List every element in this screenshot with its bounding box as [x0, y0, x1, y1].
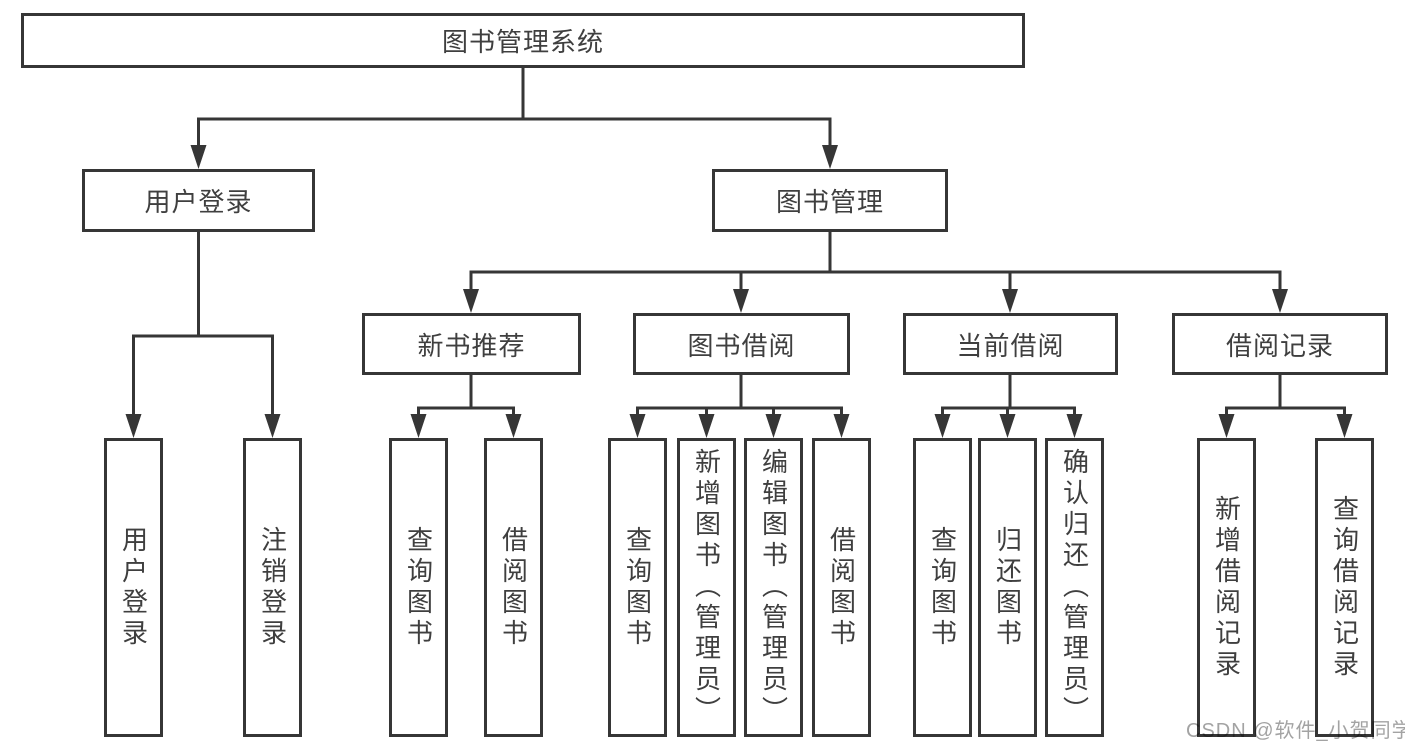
node-new-book-recommendation: 新书推荐: [362, 313, 581, 375]
node-label: 借阅记录: [1225, 330, 1334, 361]
leaf-label: 借阅图书: [498, 525, 529, 650]
leaf-label: 查询图书: [927, 525, 958, 650]
arrowheads: [125, 145, 1353, 438]
leaf-label: 注销登录: [257, 525, 288, 650]
node-label: 图书管理系统: [441, 27, 604, 57]
leaf-label: 新增图书（管理员）: [691, 448, 722, 727]
leaf-label: 确认归还（管理员）: [1059, 448, 1090, 727]
leaf-add-book-admin: 新增图书（管理员）: [677, 438, 736, 737]
leaf-label: 编辑图书（管理员）: [758, 448, 789, 727]
leaf-label: 查询图书: [403, 525, 434, 650]
connector-paths: [132, 68, 1346, 416]
leaf-label: 新增借阅记录: [1211, 494, 1242, 681]
leaf-query-book-borrow: 查询图书: [608, 438, 667, 737]
leaf-label: 用户登录: [118, 525, 149, 650]
node-label: 新书推荐: [417, 330, 526, 361]
leaf-label: 归还图书: [992, 525, 1023, 650]
leaf-query-book-recommend: 查询图书: [389, 438, 448, 737]
node-label: 图书借阅: [687, 330, 796, 361]
node-library-management-system: 图书管理系统: [21, 13, 1025, 68]
node-book-management: 图书管理: [712, 169, 948, 232]
leaf-confirm-return-admin: 确认归还（管理员）: [1045, 438, 1104, 737]
node-borrowing-records: 借阅记录: [1172, 313, 1388, 375]
node-book-borrowing: 图书借阅: [633, 313, 850, 375]
watermark: CSDN @软件_小贺同学: [1186, 720, 1405, 742]
node-label: 当前借阅: [956, 330, 1065, 361]
leaf-return-book: 归还图书: [978, 438, 1037, 737]
leaf-label: 查询图书: [622, 525, 653, 650]
leaf-user-login: 用户登录: [104, 438, 163, 737]
leaf-logout: 注销登录: [243, 438, 302, 737]
leaf-label: 借阅图书: [826, 525, 857, 650]
leaf-query-borrow-record: 查询借阅记录: [1315, 438, 1374, 737]
leaf-borrow-book-recommend: 借阅图书: [484, 438, 543, 737]
leaf-label: 查询借阅记录: [1329, 494, 1360, 681]
leaf-edit-book-admin: 编辑图书（管理员）: [744, 438, 803, 737]
node-current-borrowing: 当前借阅: [903, 313, 1118, 375]
leaf-query-book-current: 查询图书: [913, 438, 972, 737]
node-label: 用户登录: [144, 187, 253, 217]
leaf-add-borrow-record: 新增借阅记录: [1197, 438, 1256, 737]
node-label: 图书管理: [775, 187, 884, 217]
leaf-borrow-book: 借阅图书: [812, 438, 871, 737]
node-user-login: 用户登录: [82, 169, 315, 232]
